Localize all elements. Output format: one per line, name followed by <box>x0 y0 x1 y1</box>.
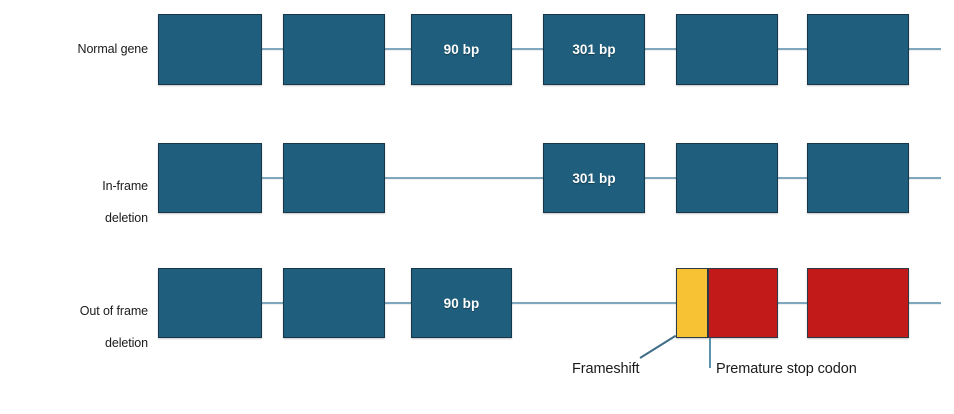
row-label-in-frame-deletion-line1: In-frame <box>102 179 148 193</box>
connector-r2-deleted-span <box>384 176 544 179</box>
exon-label-r3-3: 90 bp <box>443 295 480 311</box>
exon-r3-2[interactable] <box>283 268 385 338</box>
connector-r3-2-3 <box>384 301 412 304</box>
connector-r1-1-2 <box>261 47 284 50</box>
connector-r1-4-5 <box>644 47 677 50</box>
row-label-normal-gene: Normal gene <box>77 42 149 56</box>
connector-r3-5-6 <box>777 301 808 304</box>
connector-r2-4-5 <box>644 176 677 179</box>
connector-r3-deleted-span <box>511 301 677 304</box>
exon-label-r1-4: 301 bp <box>572 42 616 57</box>
exon-r1-4[interactable]: 301 bp <box>543 14 645 85</box>
connector-r1-2-3 <box>384 47 412 50</box>
connector-r3-1-2 <box>261 301 284 304</box>
premature-stop-codon-leader-line <box>709 338 711 368</box>
row-label-in-frame-deletion-line2: deletion <box>105 211 148 225</box>
connector-r2-5-6 <box>777 176 808 179</box>
connector-r2-1-2 <box>261 176 284 179</box>
connector-r1-tail <box>908 47 941 50</box>
exon-r1-2[interactable] <box>283 14 385 85</box>
connector-r2-tail <box>908 176 941 179</box>
connector-r1-5-6 <box>777 47 808 50</box>
exon-r3-5-frameshift-segment[interactable] <box>676 268 708 338</box>
annotation-frameshift: Frameshift <box>572 361 640 377</box>
exon-r2-6[interactable] <box>807 143 909 213</box>
exon-r1-5[interactable] <box>676 14 778 85</box>
exon-r1-1[interactable] <box>158 14 262 85</box>
exon-r1-3[interactable]: 90 bp <box>411 14 512 85</box>
exon-r3-1[interactable] <box>158 268 262 338</box>
row-label-in-frame-deletion: In-frame deletion <box>8 162 148 242</box>
exon-r3-6[interactable] <box>807 268 909 338</box>
exon-r2-1[interactable] <box>158 143 262 213</box>
frameshift-leader-line <box>639 334 677 359</box>
row-label-out-of-frame-deletion-line1: Out of frame <box>79 304 148 318</box>
exon-r2-4[interactable]: 301 bp <box>543 143 645 213</box>
row-label-out-of-frame-deletion-line2: deletion <box>105 336 148 350</box>
row-label-out-of-frame-deletion: Out of frame deletion <box>8 287 148 367</box>
exon-r1-6[interactable] <box>807 14 909 85</box>
exon-r2-2[interactable] <box>283 143 385 213</box>
connector-r3-tail <box>908 301 941 304</box>
connector-r1-3-4 <box>511 47 544 50</box>
exon-r3-5-stop-segment[interactable] <box>708 268 778 338</box>
exon-label-r2-4: 301 bp <box>572 170 616 186</box>
annotation-premature-stop-codon: Premature stop codon <box>716 361 857 377</box>
exon-label-r1-3: 90 bp <box>443 42 480 57</box>
exon-r3-3[interactable]: 90 bp <box>411 268 512 338</box>
exon-r2-5[interactable] <box>676 143 778 213</box>
